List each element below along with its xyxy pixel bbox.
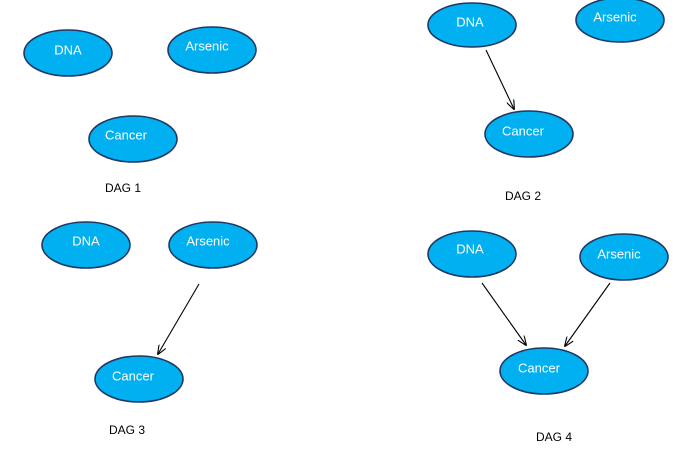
dag-3: DNA Arsenic Cancer DAG 3: [41, 221, 258, 437]
dag-2-node-arsenic: Arsenic: [575, 0, 665, 43]
dag-4-caption: DAG 4: [536, 430, 572, 444]
dag-1-node-cancer: Cancer: [88, 115, 178, 163]
dag-3-node-cancer: Cancer: [94, 355, 184, 403]
dag-2-edge-dna-to-cancer: [485, 49, 514, 109]
dag-4-node-arsenic-label: Arsenic: [597, 247, 641, 262]
dag-3-node-cancer-shape: [94, 355, 184, 403]
dag-4-node-arsenic: Arsenic: [579, 233, 669, 281]
dag-2-node-cancer: Cancer: [484, 110, 574, 158]
dag-3-edge-arsenic-to-cancer: [158, 283, 200, 354]
dag-1-node-arsenic-label: Arsenic: [185, 39, 229, 54]
dag-1-node-arsenic-shape: [167, 26, 257, 74]
dag-4-edge-arsenic-to-cancer: [565, 282, 611, 346]
dag-4: DNA Arsenic Cancer DAG 4: [427, 230, 669, 444]
dag-4-node-cancer: Cancer: [499, 347, 589, 395]
dag-3-caption: DAG 3: [109, 423, 145, 437]
dag-3-node-arsenic-shape: [168, 221, 258, 269]
dag-2-node-dna-shape: [427, 2, 517, 48]
dag-4-node-cancer-shape: [499, 347, 589, 395]
dag-3-node-dna-shape: [41, 221, 131, 269]
dag-1: DNA Arsenic Cancer DAG 1: [23, 26, 257, 195]
dag-3-node-dna-label: DNA: [72, 234, 100, 249]
dag-2-node-arsenic-label: Arsenic: [593, 10, 637, 25]
dag-1-node-dna-shape: [23, 29, 113, 77]
dag-4-node-dna-shape: [427, 230, 517, 278]
dag-3-node-arsenic: Arsenic: [168, 221, 258, 269]
dag-1-caption: DAG 1: [105, 181, 141, 195]
dag-3-node-arsenic-label: Arsenic: [186, 234, 230, 249]
dag-2-node-dna-label: DNA: [456, 15, 484, 30]
dag-2: DNA Arsenic Cancer DAG 2: [427, 0, 665, 203]
dag-1-node-cancer-shape: [88, 115, 178, 163]
dag-4-node-arsenic-shape: [579, 233, 669, 281]
dag-3-node-dna: DNA: [41, 221, 131, 269]
dag-4-node-cancer-label: Cancer: [518, 361, 561, 376]
dag-4-node-dna: DNA: [427, 230, 517, 278]
dag-4-node-dna-label: DNA: [456, 242, 484, 257]
dag-1-node-cancer-label: Cancer: [105, 128, 148, 143]
dag-2-node-cancer-shape: [484, 110, 574, 158]
dag-2-node-arsenic-shape: [575, 0, 665, 43]
dag-2-node-dna: DNA: [427, 2, 517, 48]
dag-2-caption: DAG 2: [505, 189, 541, 203]
dag-1-node-arsenic: Arsenic: [167, 26, 257, 74]
dag-4-edge-dna-to-cancer: [481, 282, 526, 345]
dag-1-node-dna-label: DNA: [54, 43, 82, 58]
dag-3-node-cancer-label: Cancer: [112, 369, 155, 384]
dag-2-node-cancer-label: Cancer: [502, 124, 545, 139]
dag-1-node-dna: DNA: [23, 29, 113, 77]
